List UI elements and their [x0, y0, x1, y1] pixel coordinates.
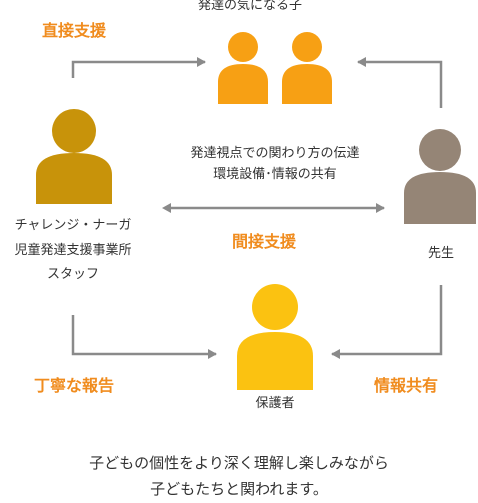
staff-label-line: チャレンジ・ナーガ [14, 218, 132, 233]
center-text-line: 発達視点での関わり方の伝達 [190, 146, 360, 161]
staff-label: チャレンジ・ナーガ 児童発達支援事業所 スタッフ [0, 214, 146, 288]
careful-report-label: 丁寧な報告 [34, 376, 115, 395]
child-title: 発達の気になる子 [197, 0, 302, 13]
arrow-staff-to-child [71, 57, 206, 78]
teacher-person-icon [404, 129, 476, 224]
staff-label-line: スタッフ [46, 267, 99, 283]
center-text-line: 環境設備･情報の共有 [213, 166, 337, 182]
center-description: 発達視点での関わり方の伝達 環境設備･情報の共有 [150, 144, 400, 186]
child-person-icon [218, 32, 268, 104]
indirect-support-label: 間接支援 [232, 232, 297, 251]
teacher-label: 先生 [427, 246, 454, 261]
footer-line: 子どもの個性をより深く理解し楽しみながら [89, 454, 389, 472]
arrow-staff-to-guardian [71, 315, 217, 359]
guardian-label: 保護者 [255, 396, 295, 411]
direct-support-label: 直接支援 [42, 21, 107, 40]
arrow-teacher-to-child [357, 57, 443, 108]
arrow-teacher-to-guardian [331, 285, 443, 359]
guardian-person-icon [237, 284, 313, 390]
info-share-label: 情報共有 [374, 376, 439, 395]
staff-person-icon [36, 109, 112, 204]
footer-line: 子どもたちと関われます。 [150, 480, 328, 499]
staff-label-line: 児童発達支援事業所 [14, 242, 132, 258]
child-person-icon [282, 32, 332, 104]
footer-text: 子どもの個性をより深く理解し楽しみながら 子どもたちと関われます。 [40, 450, 438, 503]
